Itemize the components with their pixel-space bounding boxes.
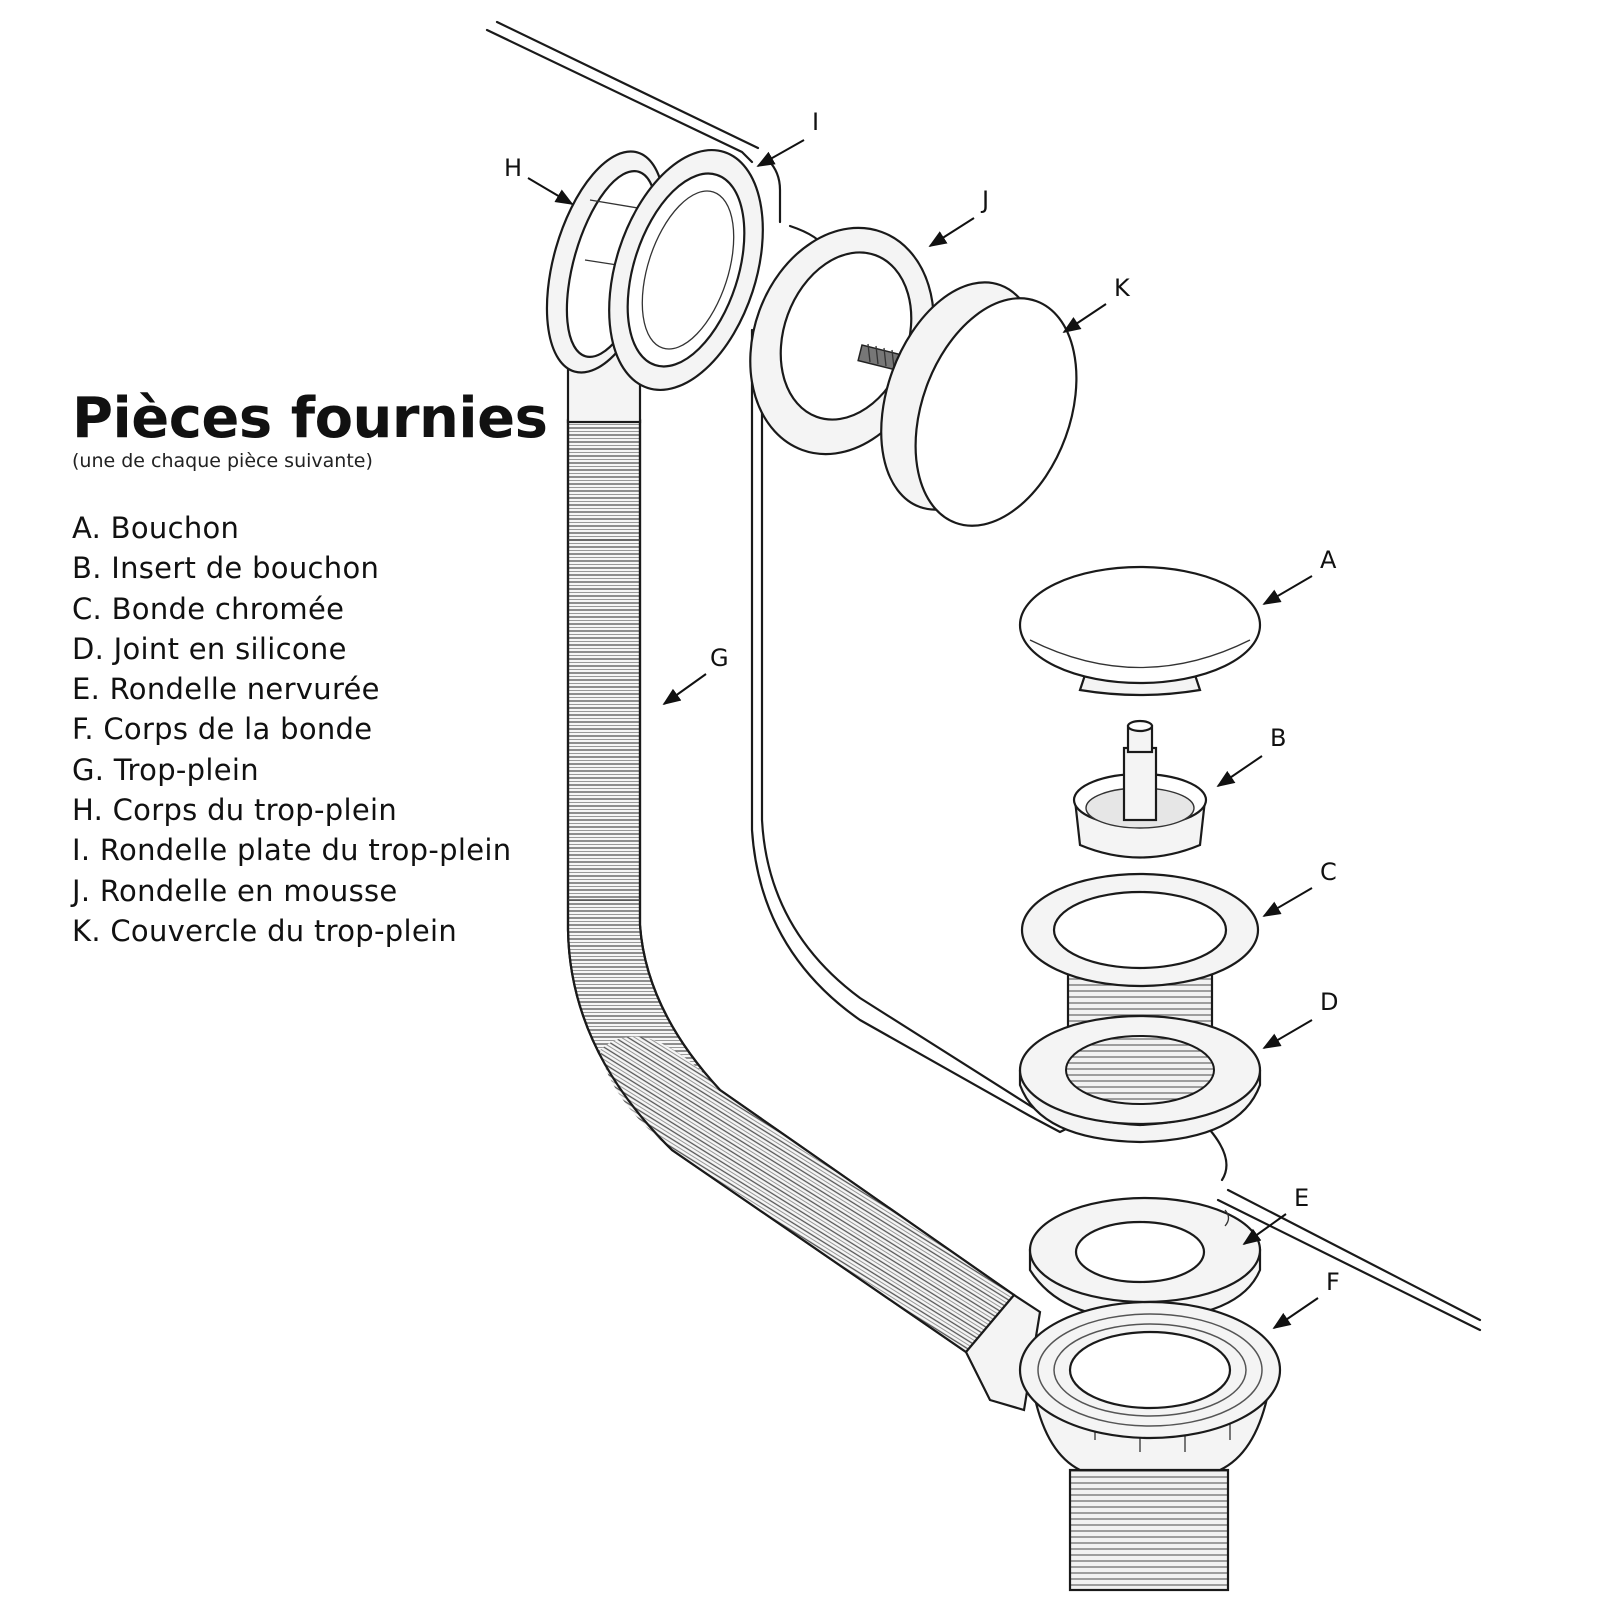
callout-i: I (756, 108, 819, 167)
part-item-c: C. Bonde chromée (72, 591, 345, 626)
callout-d-label: D (1320, 988, 1338, 1016)
callout-c: C (1262, 858, 1337, 917)
drain-body (1018, 1300, 1282, 1592)
callout-g-label: G (710, 644, 729, 672)
part-item-j: J. Rondelle en mousse (72, 873, 398, 908)
parts-list: A. Bouchon B. Insert de bouchon C. Bonde… (72, 508, 592, 951)
part-item-i: I. Rondelle plate du trop-plein (72, 833, 512, 868)
part-item-g: G. Trop-plein (72, 752, 259, 787)
stopper-insert (1072, 719, 1208, 859)
callout-b: B (1216, 724, 1286, 788)
stopper (1018, 565, 1262, 697)
legend-subtitle: (une de chaque pièce suivante) (72, 450, 373, 472)
callout-a: A (1262, 546, 1337, 605)
callout-e-label: E (1294, 1184, 1309, 1212)
callout-k-label: K (1114, 274, 1131, 302)
callout-j-label: J (980, 186, 989, 214)
part-item-k: K. Couvercle du trop-plein (72, 913, 457, 948)
callout-f-label: F (1326, 1268, 1340, 1296)
callout-b-label: B (1270, 724, 1286, 752)
overflow-cover (857, 281, 1078, 527)
flat-overflow-washer (608, 149, 764, 391)
part-item-h: H. Corps du trop-plein (72, 793, 398, 828)
callout-d: D (1262, 988, 1338, 1049)
callout-k: K (1062, 274, 1131, 333)
callout-c-label: C (1320, 858, 1337, 886)
part-item-e: E. Rondelle nervurée (72, 672, 380, 707)
part-item-b: B. Insert de bouchon (72, 551, 380, 586)
callout-h: H (504, 154, 574, 205)
legend-title: Pièces fournies (72, 386, 548, 451)
ribbed-washer (1028, 1196, 1262, 1322)
callout-f: F (1272, 1268, 1340, 1330)
parts-legend: Pièces fournies (une de chaque pièce sui… (72, 388, 592, 951)
silicone-seal (1018, 1014, 1262, 1144)
callout-i-label: I (812, 108, 819, 136)
part-item-a: A. Bouchon (72, 511, 240, 545)
callout-j: J (928, 186, 989, 247)
part-item-d: D. Joint en silicone (72, 631, 347, 666)
callout-e: E (1242, 1184, 1309, 1246)
callout-a-label: A (1320, 546, 1337, 574)
callout-h-label: H (504, 154, 522, 182)
part-item-f: F. Corps de la bonde (72, 712, 373, 747)
callout-g: G (662, 644, 729, 706)
